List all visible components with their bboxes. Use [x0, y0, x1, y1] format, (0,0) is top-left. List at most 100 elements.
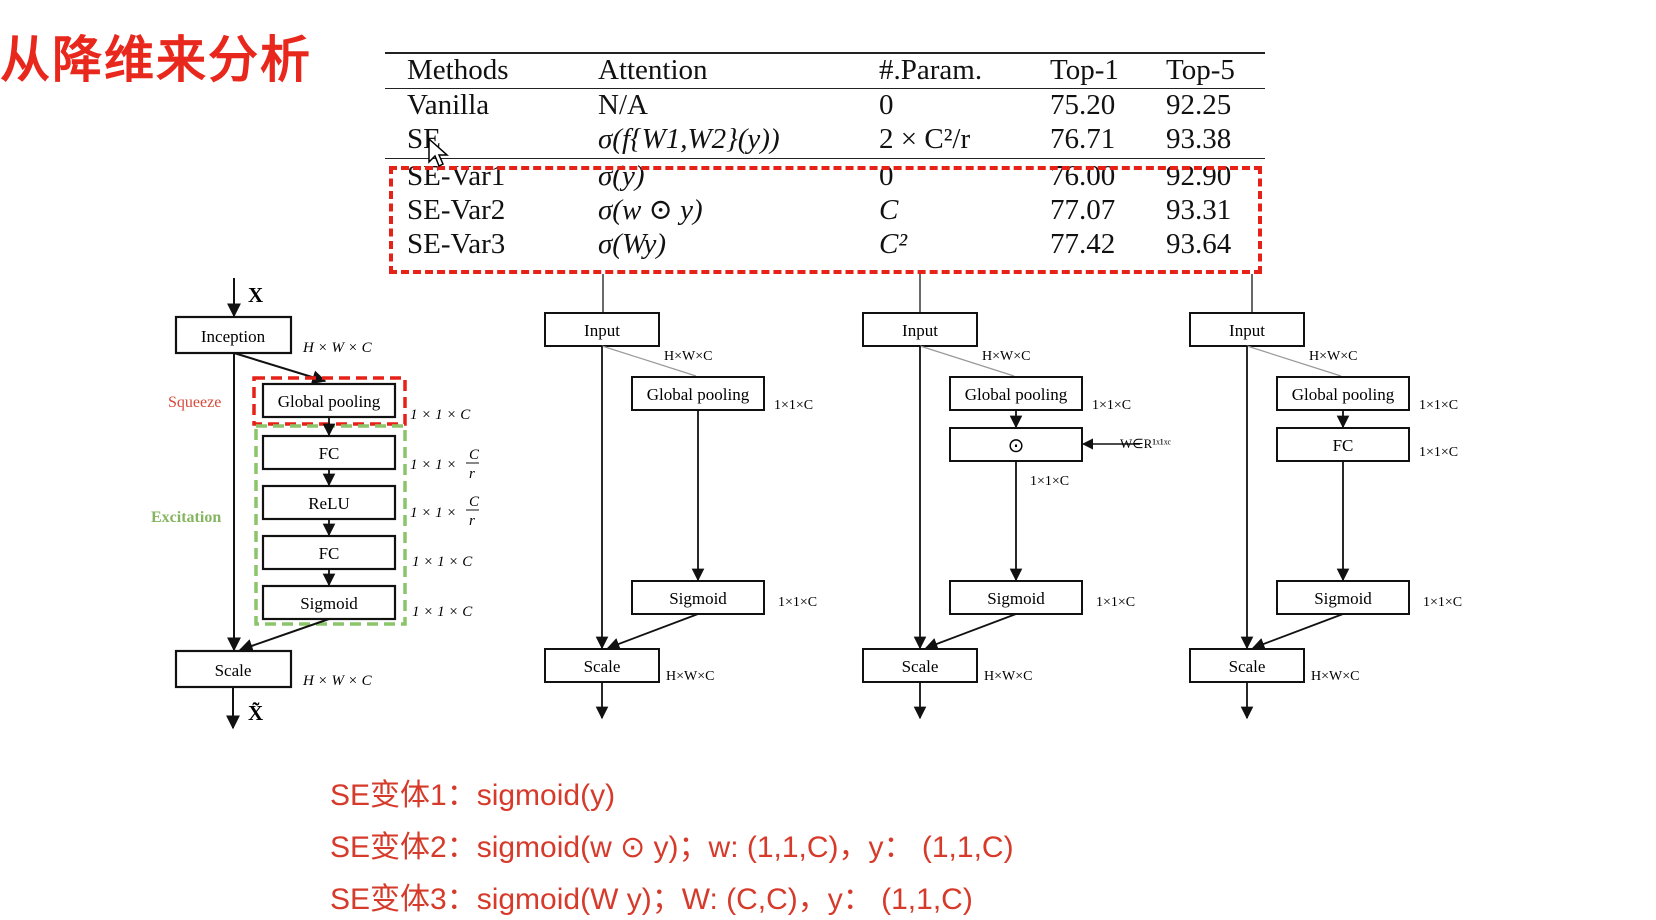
cell-attention: σ(f{W1,W2}(y))	[598, 123, 780, 155]
v2-11c-odot: 1×1×C	[1030, 474, 1069, 489]
table-row: SE σ(f{W1,W2}(y)) 2 × C²/r 76.71 93.38	[385, 122, 1265, 156]
page-title: 从降维来分析	[0, 32, 312, 88]
note-variant3: SE变体3：sigmoid(W y)；W: (C,C)，y： (1,1,C)	[330, 883, 973, 916]
v3-scale-box	[1189, 648, 1305, 683]
fc2-box	[261, 534, 397, 571]
header-top1: Top-1	[1050, 54, 1119, 86]
inception-box	[174, 315, 293, 355]
v3-pool-label: Global pooling	[1292, 385, 1395, 404]
table-top-rule	[385, 52, 1265, 54]
cell-method: SE-Var2	[407, 194, 506, 226]
table-mid-rule	[385, 88, 1265, 90]
cell-param: C	[879, 194, 899, 226]
cell-top5: 92.25	[1166, 89, 1232, 121]
dim-11cr-2: 1 × 1 ×	[410, 505, 457, 521]
fc2-label: FC	[319, 544, 340, 563]
fc1-label: FC	[319, 444, 340, 463]
inception-label: Inception	[201, 327, 266, 346]
variant3-diagram: Input H×W×C Global pooling 1×1×C FC 1×1×…	[1189, 312, 1462, 720]
v3-input-box	[1189, 312, 1305, 347]
cell-param: 0	[879, 89, 894, 121]
v2-sigmoid-label: Sigmoid	[987, 589, 1045, 608]
v1-hwc-bottom: H×W×C	[666, 669, 714, 684]
scale-box	[174, 649, 293, 689]
v2-hwc-top: H×W×C	[982, 349, 1030, 364]
cell-param: C²	[879, 228, 908, 260]
v3-sigmoid-box	[1276, 580, 1410, 615]
v2-odot-label: ⊙	[1008, 435, 1025, 457]
cell-top1: 75.20	[1050, 89, 1116, 121]
v2-11c-pool: 1×1×C	[1092, 398, 1131, 413]
global-pooling-label: Global pooling	[278, 392, 381, 411]
fc1-box	[261, 434, 397, 471]
cell-top5: 92.90	[1166, 160, 1232, 192]
cell-param: 2 × C²/r	[879, 123, 971, 155]
v2-sigmoid-box	[949, 580, 1083, 615]
v3-11c-sig: 1×1×C	[1423, 595, 1462, 610]
note-variant1: SE变体1：sigmoid(y)	[330, 779, 616, 812]
frac-den-2: r	[469, 513, 475, 529]
sigmoid-label: Sigmoid	[300, 594, 358, 613]
squeeze-label: Squeeze	[168, 394, 221, 411]
v3-hwc-bottom: H×W×C	[1311, 669, 1359, 684]
v3-sigmoid-label: Sigmoid	[1314, 589, 1372, 608]
frac-den-1: r	[469, 466, 475, 482]
table-row: SE-Var3 σ(Wy) C² 77.42 93.64	[385, 227, 1265, 261]
cell-method: Vanilla	[407, 89, 490, 121]
v1-pool-label: Global pooling	[647, 385, 750, 404]
table-group-rule	[385, 158, 1265, 160]
v2-11c-sig: 1×1×C	[1096, 595, 1135, 610]
v1-11c-sig: 1×1×C	[778, 595, 817, 610]
v1-scale-label: Scale	[584, 657, 621, 676]
cell-top5: 93.38	[1166, 123, 1232, 155]
v3-fc-label: FC	[1333, 436, 1354, 455]
v2-scale-box	[862, 648, 978, 683]
v1-input-label: Input	[584, 321, 620, 340]
table-row: SE-Var2 σ(w ⊙ y) C 77.07 93.31	[385, 193, 1265, 227]
header-top5: Top-5	[1166, 54, 1235, 86]
v3-input-label: Input	[1229, 321, 1265, 340]
cell-top5: 93.64	[1166, 228, 1232, 260]
v3-fc-box	[1276, 427, 1410, 462]
cell-attention: σ(Wy)	[598, 228, 666, 260]
scale-label: Scale	[215, 661, 252, 680]
v1-pool-box	[631, 376, 765, 411]
dim-11c-sig: 1 × 1 × C	[412, 604, 473, 620]
v1-sigmoid-label: Sigmoid	[669, 589, 727, 608]
dim-hwc-top: H × W × C	[302, 340, 373, 356]
cell-method: SE-Var1	[407, 160, 506, 192]
v3-hwc-top: H×W×C	[1309, 349, 1357, 364]
mouse-cursor-icon	[428, 138, 449, 168]
se-input-x: X	[248, 283, 263, 307]
cell-top5: 93.31	[1166, 194, 1232, 226]
v1-sigmoid-box	[631, 580, 765, 615]
v1-scale-box	[544, 648, 660, 683]
cell-method: SE-Var3	[407, 228, 506, 260]
note-variant2: SE变体2：sigmoid(w ⊙ y)；w: (1,1,C)，y： (1,1,…	[330, 831, 1014, 864]
v3-scale-label: Scale	[1229, 657, 1266, 676]
v2-pool-label: Global pooling	[965, 385, 1068, 404]
v1-hwc-top: H×W×C	[664, 349, 712, 364]
frac-num-1: C	[469, 447, 480, 463]
header-param: #.Param.	[879, 54, 983, 86]
variant1-diagram: Input H×W×C Global pooling 1×1×C Sigmoid…	[544, 312, 817, 720]
table-row: Vanilla N/A 0 75.20 92.25	[385, 88, 1265, 122]
v2-hwc-bottom: H×W×C	[984, 669, 1032, 684]
se-output-x-tilde: X̃	[248, 701, 263, 725]
table-row: SE-Var1 σ(y) 0 76.00 92.90	[385, 159, 1265, 193]
dim-11c-pool: 1 × 1 × C	[410, 407, 471, 423]
header-methods: Methods	[407, 54, 509, 86]
cell-attention: N/A	[598, 89, 648, 121]
excitation-label: Excitation	[151, 509, 221, 526]
table-header-row: Methods Attention #.Param. Top-1 Top-5	[385, 53, 1265, 87]
cell-attention: σ(w ⊙ y)	[598, 194, 703, 226]
se-variants-highlight-box	[389, 166, 1262, 274]
v3-11c-pool: 1×1×C	[1419, 398, 1458, 413]
cell-top1: 77.07	[1050, 194, 1116, 226]
v2-input-box	[862, 312, 978, 347]
cell-top1: 77.42	[1050, 228, 1116, 260]
v2-w-label: W∈R¹ˣ¹ˣᶜ	[1120, 436, 1172, 451]
v2-odot-box	[949, 427, 1083, 462]
v2-scale-label: Scale	[902, 657, 939, 676]
